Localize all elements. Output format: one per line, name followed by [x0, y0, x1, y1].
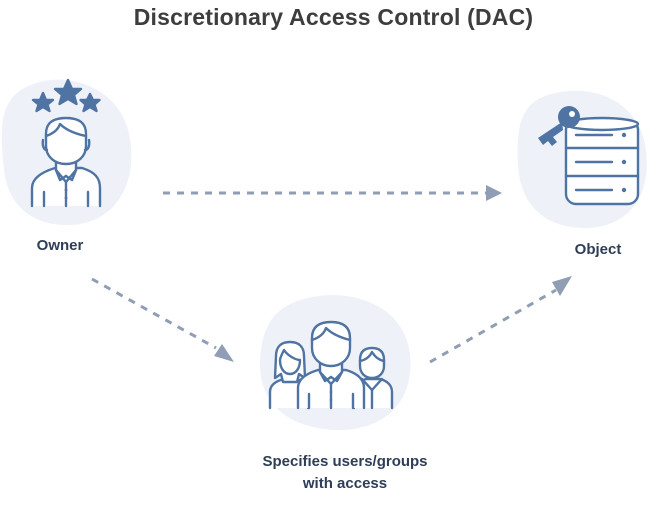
arrow-owner-to-object	[163, 185, 502, 201]
user-icon	[352, 346, 394, 410]
users-group-icon	[268, 320, 394, 410]
users-groups-label-line1: Specifies users/groups	[262, 453, 428, 470]
user-icon	[296, 320, 366, 410]
key-icon	[538, 106, 580, 146]
arrow-owner-to-users	[91, 277, 234, 362]
star-icon	[31, 91, 55, 113]
owner-icon	[30, 78, 102, 208]
owner-label: Owner	[36, 237, 84, 254]
star-icon	[79, 92, 101, 113]
star-icon	[53, 78, 83, 106]
object-icon	[538, 106, 640, 206]
arrow-users-to-object	[429, 276, 572, 364]
diagram-title: Discretionary Access Control (DAC)	[133, 4, 534, 30]
object-label: Object	[574, 241, 622, 258]
users-groups-label-line2: with access	[302, 475, 388, 492]
users-groups-label: Specifies users/groups with access	[200, 451, 490, 495]
